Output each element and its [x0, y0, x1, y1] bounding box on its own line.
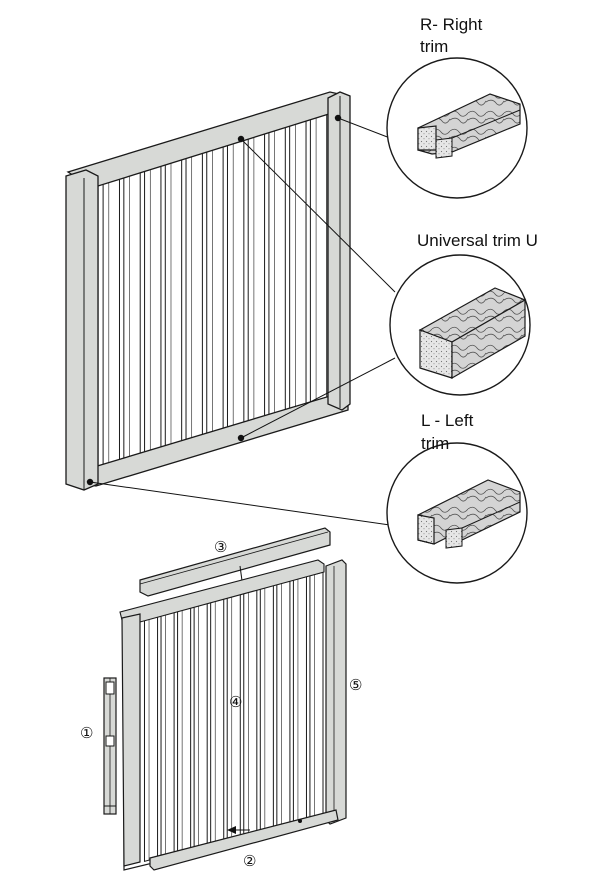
slat — [193, 602, 208, 849]
slat — [309, 113, 328, 408]
slat — [143, 615, 159, 862]
assembled-gate — [65, 91, 396, 526]
slat — [276, 580, 291, 828]
slat — [226, 593, 241, 841]
part-right-trim — [325, 559, 347, 825]
label-right-trim-line1: R- Right — [420, 15, 483, 34]
label-right-trim-line2: trim — [420, 37, 448, 56]
slat — [144, 163, 162, 458]
slat — [185, 150, 203, 446]
leader-left-trim — [89, 481, 391, 526]
slat — [102, 175, 120, 470]
exploded-slats — [143, 571, 324, 862]
leader-right-trim — [337, 117, 391, 139]
leader-universal-1 — [240, 138, 396, 293]
assembly-number-4: ④ — [229, 694, 242, 711]
slat — [247, 132, 266, 427]
detail-left-trim — [386, 442, 528, 584]
part-bottom-trim — [149, 809, 339, 871]
slat — [289, 119, 307, 415]
slat — [177, 606, 192, 854]
label-universal-trim: Universal trim U — [417, 231, 538, 250]
slat — [259, 584, 274, 832]
leader-universal-2 — [240, 357, 396, 439]
slat — [226, 138, 245, 433]
slat — [160, 610, 175, 858]
part-hinge — [103, 677, 117, 815]
assembly-number-3: ③ — [214, 539, 227, 556]
assembly-number-5: ⑤ — [349, 677, 362, 694]
slat — [309, 571, 324, 819]
slat — [164, 156, 183, 452]
label-left-trim-line1: L - Left — [421, 411, 474, 430]
assembly-number-2: ② — [243, 853, 256, 870]
detail-universal-trim — [389, 254, 531, 396]
slat — [123, 169, 141, 464]
slat — [292, 575, 307, 823]
slat — [206, 144, 224, 439]
part-left-stile — [121, 613, 141, 867]
label-left-trim-line2: trim — [421, 434, 449, 453]
exploded-gate — [103, 527, 347, 871]
assembly-number-1: ① — [80, 725, 93, 742]
slat — [243, 589, 258, 836]
gate-right-stile — [327, 91, 351, 411]
detail-right-trim — [386, 57, 528, 199]
slat — [268, 126, 286, 421]
gate-left-stile — [65, 169, 99, 491]
slat — [210, 597, 225, 845]
